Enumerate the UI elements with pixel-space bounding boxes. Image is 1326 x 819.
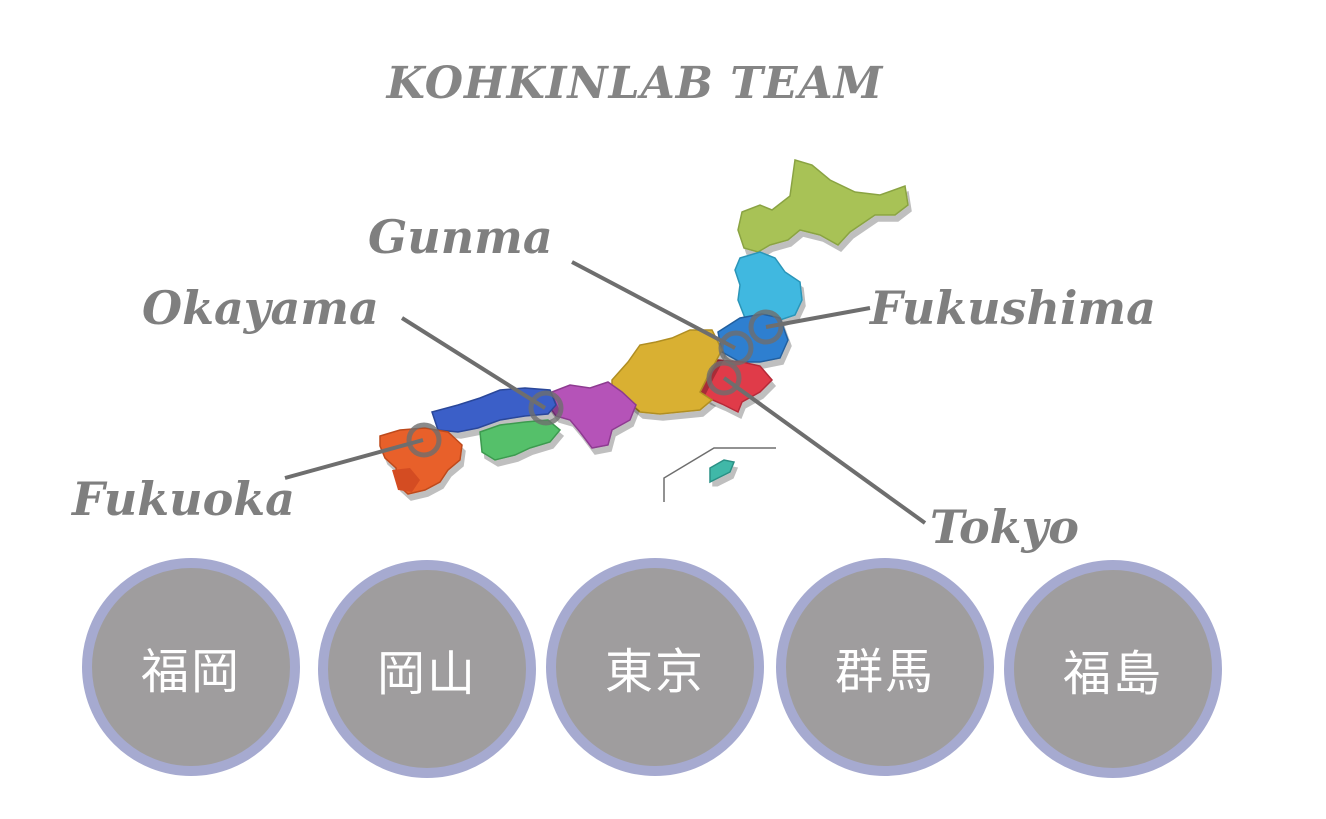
kanji-fukushima: 福島	[1062, 646, 1163, 702]
region-okinawa	[709, 459, 736, 484]
leader-line-okayama	[400, 316, 547, 410]
leader-line-gunma	[571, 260, 736, 350]
marker-gunma	[718, 330, 754, 366]
okinawa-inset-frame	[663, 447, 776, 502]
label-tokyo: Tokyo	[930, 500, 1079, 554]
circle-gunma: 群馬	[776, 558, 994, 776]
marker-fukuoka	[406, 422, 442, 458]
kanji-tokyo: 東京	[604, 644, 705, 700]
marker-okayama	[528, 390, 564, 426]
region-chubu	[611, 329, 723, 415]
region-tohoku	[734, 251, 803, 323]
circle-fukuoka: 福岡	[82, 558, 300, 776]
region-hokkaido	[737, 159, 909, 253]
kanji-okayama: 岡山	[376, 646, 477, 702]
region-shikoku	[479, 419, 562, 461]
region-kyushu-south	[392, 468, 420, 492]
label-okayama: Okayama	[142, 281, 379, 335]
marker-fukushima	[748, 309, 784, 345]
leader-line-tokyo	[722, 376, 927, 525]
region-kyushu	[379, 427, 463, 495]
label-fukuoka: Fukuoka	[72, 472, 295, 526]
marker-tokyo	[706, 360, 742, 396]
leader-line-fukuoka	[284, 438, 424, 480]
kanji-gunma: 群馬	[834, 644, 935, 700]
circle-okayama: 岡山	[318, 560, 536, 778]
label-fukushima: Fukushima	[870, 281, 1156, 335]
region-chugoku	[431, 387, 557, 433]
leader-line-fukushima	[765, 306, 871, 329]
page-title: KOHKINLAB TEAM	[386, 58, 884, 109]
circle-fukushima: 福島	[1004, 560, 1222, 778]
label-gunma: Gunma	[368, 210, 553, 264]
circle-tokyo: 東京	[546, 558, 764, 776]
kanji-fukuoka: 福岡	[140, 644, 241, 700]
